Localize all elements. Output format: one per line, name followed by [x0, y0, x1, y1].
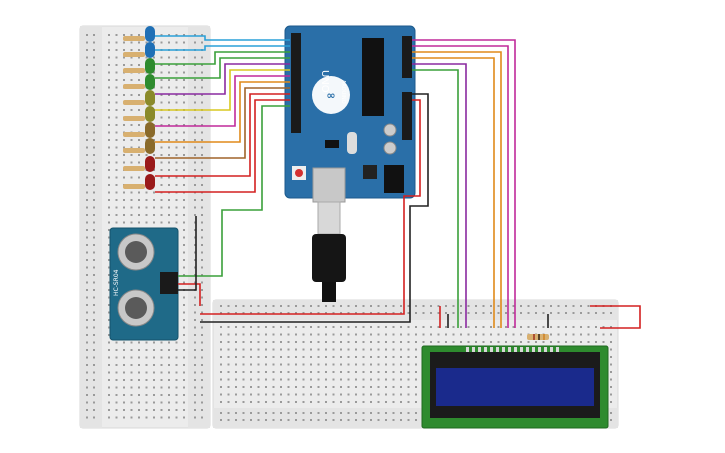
led: [123, 58, 155, 74]
capacitor-2: [383, 141, 397, 155]
wire-magenta: [412, 39, 516, 328]
wire-green: [412, 69, 459, 328]
wire-magenta: [412, 45, 509, 328]
led: [123, 26, 155, 42]
wire-blue: [155, 35, 290, 41]
led: [123, 90, 155, 106]
led-resistor: [123, 100, 145, 105]
arduino-logo: [312, 76, 350, 114]
lcd-display: [421, 345, 609, 429]
wire-orange: [412, 51, 502, 328]
led-body: [145, 122, 155, 138]
wire-green: [178, 105, 290, 277]
led-resistor: [123, 166, 145, 171]
wire-red: [200, 99, 421, 315]
wire-black: [200, 93, 429, 323]
wire-orange: [155, 81, 290, 143]
led: [123, 174, 155, 190]
led: [123, 106, 155, 122]
lcd-pin: [484, 347, 487, 352]
power-header: [402, 92, 412, 140]
digital-header: [291, 33, 301, 133]
led-array: [123, 26, 155, 190]
wire-purple: [412, 63, 467, 328]
board-brand-label: ARDUINO: [340, 80, 346, 104]
wire-black: [178, 216, 197, 291]
led-body: [145, 74, 155, 90]
led-resistor: [123, 116, 145, 121]
sensor-model-label: HC-SR04: [113, 269, 120, 296]
voltage-regulator: [363, 165, 377, 179]
wires: [155, 35, 641, 329]
lcd-pin: [496, 347, 499, 352]
arduino-board: ∞ UNO ARDUINO: [284, 25, 416, 203]
capacitor-1: [383, 123, 397, 137]
usb-port: [312, 167, 346, 203]
board-model-label: UNO: [319, 70, 330, 93]
led-resistor: [123, 36, 145, 41]
lcd-pin: [538, 347, 541, 352]
led: [123, 156, 155, 172]
led-body: [145, 90, 155, 106]
led-body: [145, 58, 155, 74]
led-body: [145, 42, 155, 58]
lcd-pin: [490, 347, 493, 352]
wire-blue: [155, 45, 290, 51]
led: [123, 74, 155, 90]
lcd-pin: [502, 347, 505, 352]
led-resistor: [123, 84, 145, 89]
lcd-pin: [478, 347, 481, 352]
led-body: [145, 156, 155, 172]
oscillator: [347, 132, 357, 154]
led: [123, 42, 155, 58]
lcd-pin: [466, 347, 469, 352]
wire-purple: [155, 63, 290, 95]
power-jack: [384, 165, 404, 193]
lcd-resistor: [527, 334, 549, 340]
wire-green: [155, 51, 290, 65]
led-body: [145, 26, 155, 42]
usb-cable: [312, 201, 346, 302]
led-body: [145, 106, 155, 122]
led-resistor: [123, 148, 145, 153]
wire-red: [178, 283, 201, 306]
led-resistor: [123, 52, 145, 57]
led-resistor: [123, 132, 145, 137]
microcontroller-chip: [362, 38, 384, 116]
analog-header: [402, 36, 412, 78]
led: [123, 138, 155, 154]
led-resistor: [123, 184, 145, 189]
led-resistor: [123, 68, 145, 73]
lcd-pin: [526, 347, 529, 352]
lcd-pin: [544, 347, 547, 352]
lcd-pin: [550, 347, 553, 352]
lcd-pin: [520, 347, 523, 352]
lcd-pin: [508, 347, 511, 352]
led-body: [145, 174, 155, 190]
ultrasonic-sensor: HC-SR04: [109, 227, 179, 341]
wire-red: [155, 93, 290, 177]
led: [123, 122, 155, 138]
sensor-pin-header: [160, 272, 178, 294]
led-body: [145, 138, 155, 154]
lcd-pin: [556, 347, 559, 352]
wire-orange: [412, 57, 495, 328]
wire-yellow: [155, 69, 290, 111]
wire-green: [155, 57, 290, 79]
lcd-screen: [436, 368, 594, 406]
reset-button-cap[interactable]: [295, 169, 303, 177]
wire-brown: [155, 87, 290, 159]
crystal: [325, 140, 339, 148]
wire-red: [155, 99, 290, 193]
lcd-pin: [532, 347, 535, 352]
lcd-pin: [514, 347, 517, 352]
wire-magenta: [155, 75, 290, 127]
wire-red: [590, 305, 641, 329]
lcd-pin: [472, 347, 475, 352]
svg-text:∞: ∞: [326, 89, 335, 102]
